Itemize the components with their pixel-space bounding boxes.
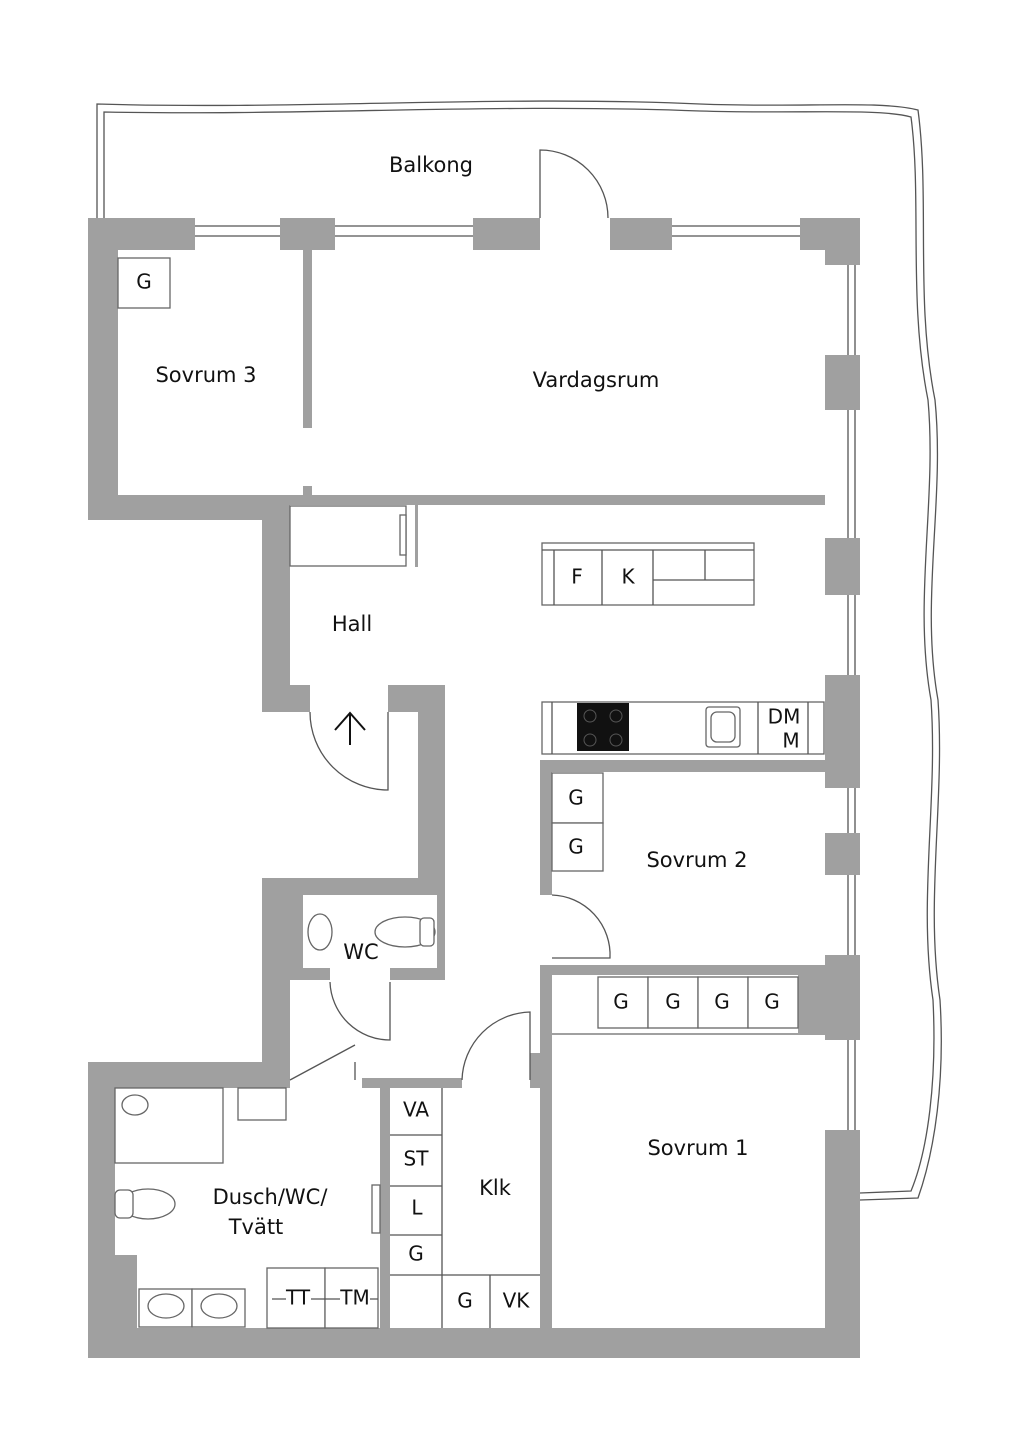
kitchen-island [541,542,755,606]
wardrobe-label: G [764,990,780,1014]
wc-door[interactable] [329,981,391,1041]
room-label-sovrum1: Sovrum 1 [647,1136,748,1160]
wardrobe-label: G [665,990,681,1014]
room-label-klk: Klk [479,1176,512,1200]
room-label-wc: WC [343,940,378,964]
wardrobe-label: G [714,990,730,1014]
room-label-balkong: Balkong [389,153,473,177]
wardrobe-label: G [408,1242,424,1266]
microwave-label: M [782,729,799,753]
water-heater-label: VA [403,1098,429,1122]
room-label-sovrum2: Sovrum 2 [646,848,747,872]
room-label-vardagsrum: Vardagsrum [533,368,660,392]
entrance-door[interactable] [309,711,389,791]
stove-icon [577,703,629,751]
shower-area [114,1087,224,1164]
dusch-door[interactable] [289,1044,356,1081]
freezer-label: K [621,565,635,589]
kitchen-counter [541,701,825,755]
wardrobe-label: G [568,786,584,810]
room-label-tvatt: Tvätt [228,1215,284,1239]
balcony-door[interactable] [539,149,609,219]
wardrobe-label: G [568,835,584,859]
dishwasher-label: DM [768,705,801,729]
room-label-dusch: Dusch/WC/ [213,1185,329,1209]
washer-label: TM [339,1286,369,1310]
wardrobe-label: G [457,1289,473,1313]
entrance-arrow-icon [334,711,366,745]
hall-closet [289,505,407,567]
klk-door[interactable] [461,1011,531,1081]
cleaning-closet-label: ST [404,1147,430,1171]
basin-icon [147,1293,185,1319]
fridge-label: F [571,565,583,589]
room-label-sovrum3: Sovrum 3 [155,363,256,387]
windows [195,218,860,1130]
basin-icon [200,1293,238,1319]
balcony-outline [96,100,942,1201]
room-label-hall: Hall [332,612,372,636]
wardrobe-label: G [136,270,152,294]
wc-sink-icon [307,913,333,951]
linen-closet-label: L [411,1196,423,1220]
sovrum2-door[interactable] [551,894,611,959]
wardrobe-label: G [613,990,629,1014]
water-cabinet-label: VK [503,1289,531,1313]
dryer-label: TT [285,1286,311,1310]
